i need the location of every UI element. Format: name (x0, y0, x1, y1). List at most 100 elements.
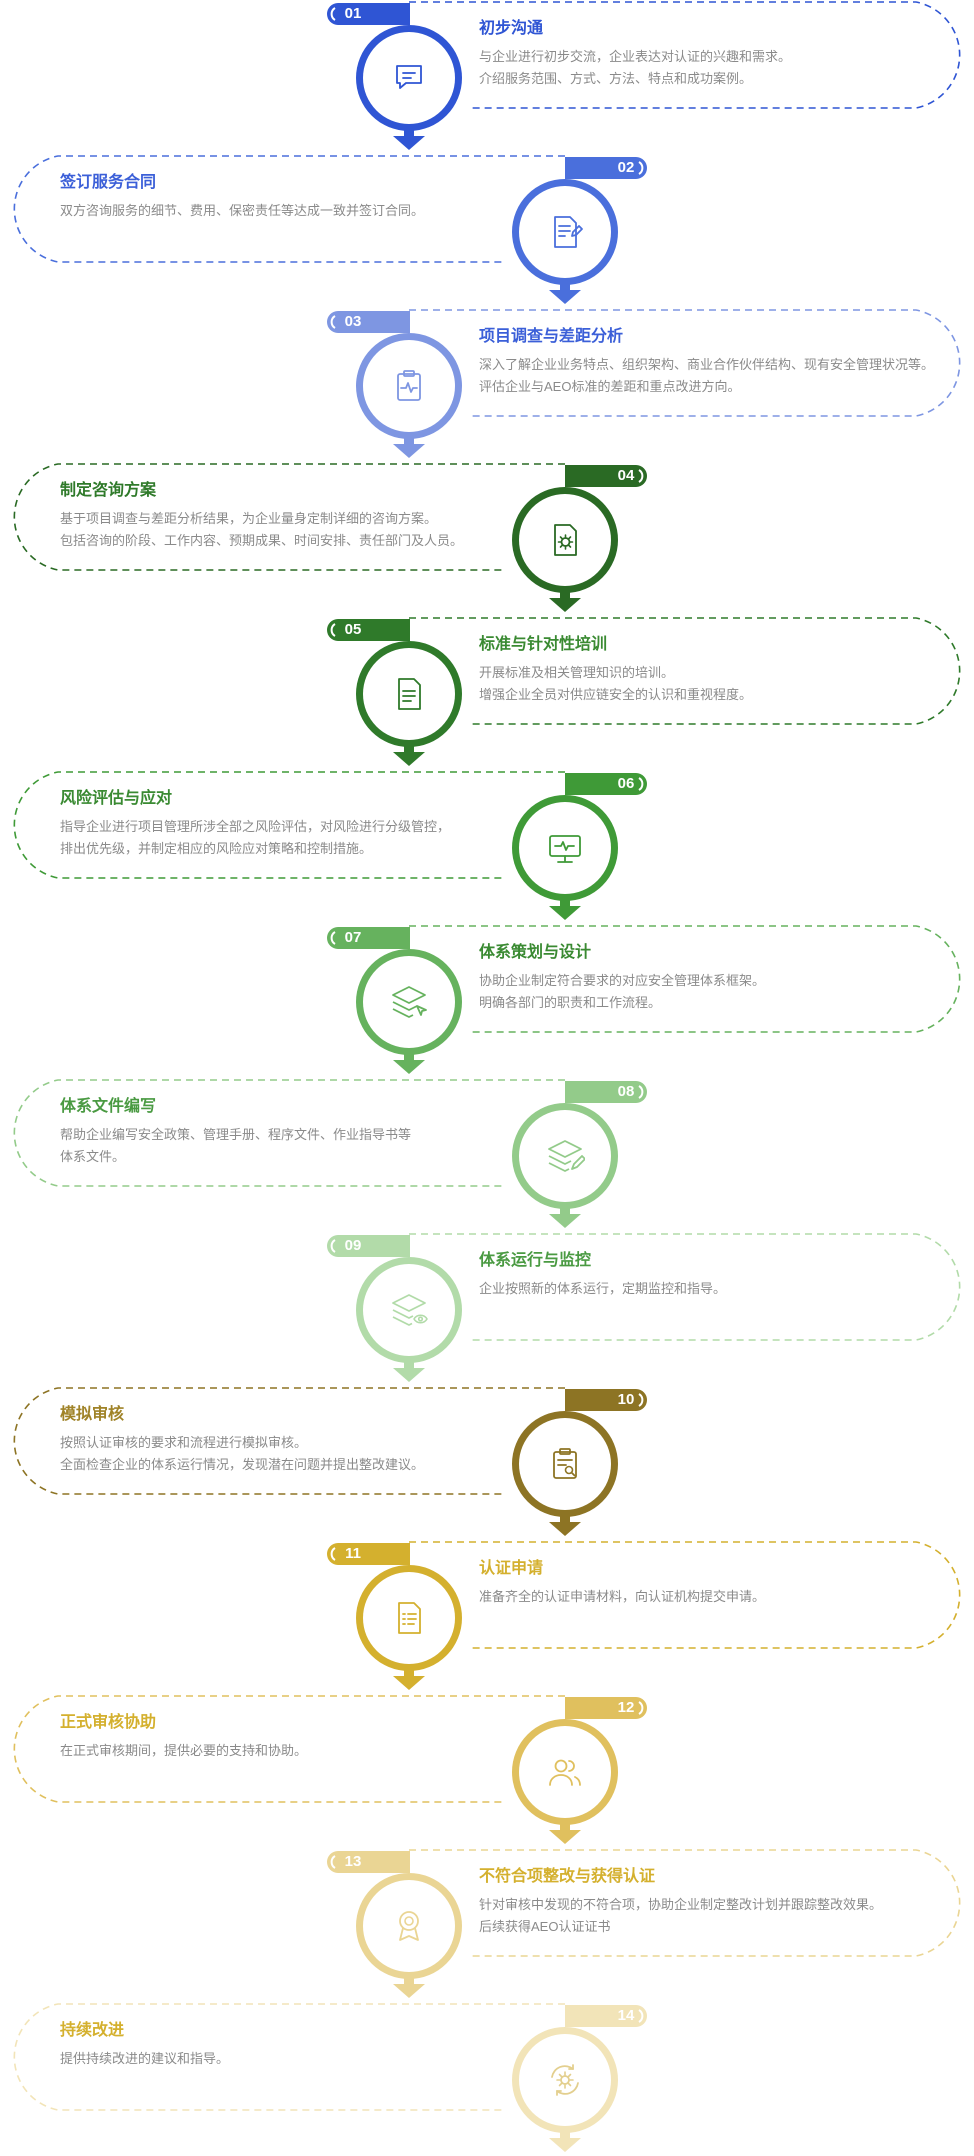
step-title: 不符合项整改与获得认证 (479, 1868, 656, 1885)
step-title: 初步沟通 (479, 20, 544, 37)
step-description: 指导企业进行项目管理所涉全部之风险评估，对风险进行分级管控， 排出优先级，并制定相… (60, 816, 450, 860)
step-description: 协助企业制定符合要求的对应安全管理体系框架。明确各部门的职责和工作流程。 (479, 970, 765, 1014)
step-description: 与企业进行初步交流，企业表达对认证的兴趣和需求。介绍服务范围、方式、方法、特点和… (479, 46, 791, 90)
step-description: 按照认证审核的要求和流程进行模拟审核。全面检查企业的体系运行情况，发现潜在问题并… (60, 1432, 424, 1476)
clipboard-search-icon (517, 1416, 613, 1512)
contract-sign-icon (517, 184, 613, 280)
users-icon (517, 1724, 613, 1820)
step-description-line: 包括咨询的阶段、工作内容、预期成果、时间安排、责任部门及人员。 (60, 533, 464, 548)
step-title: 模拟审核 (60, 1406, 125, 1423)
step-title: 持续改进 (60, 2022, 125, 2039)
step-description-line: 明确各部门的职责和工作流程。 (479, 995, 662, 1010)
step-description-line: 体系文件。 (60, 1149, 126, 1164)
step-description-line: 后续获得AEO认证证书 (479, 1919, 611, 1934)
step-description: 双方咨询服务的细节、费用、保密责任等达成一致并签订合同。 (60, 200, 424, 222)
step-description-line: 双方咨询服务的细节、费用、保密责任等达成一致并签订合同。 (60, 203, 425, 218)
layers-eye-icon (361, 1262, 457, 1358)
step-number: 06 (617, 775, 635, 792)
step-title: 签订服务合同 (60, 174, 157, 191)
step-description: 基于项目调查与差距分析结果，为企业量身定制详细的咨询方案。包括咨询的阶段、工作内… (60, 508, 463, 552)
step-title: 风险评估与应对 (60, 790, 173, 807)
step-number: 14 (617, 2007, 635, 2024)
step-12: 12 正式审核协助在正式审核期间，提供必要的支持和协助。 (0, 1694, 974, 1848)
step-description-line: 增强企业全员对供应链安全的认识和重视程度。 (479, 687, 753, 702)
step-description-line: 评估企业与AEO标准的差距和重点改进方向。 (479, 379, 741, 394)
step-frame (13, 155, 647, 304)
step-description: 准备齐全的认证申请材料，向认证机构提交申请。 (479, 1586, 765, 1608)
clipboard-pulse-icon (361, 338, 457, 434)
step-number: 01 (344, 5, 362, 22)
step-number: 11 (345, 1545, 361, 1562)
step-08: 08 体系文件编写帮助企业编写安全政策、管理手册、程序文件、作业指导书等体系文件。 (0, 1078, 974, 1232)
step-description-line: 与企业进行初步交流，企业表达对认证的兴趣和需求。 (479, 49, 792, 64)
step-description-line: 准备齐全的认证申请材料，向认证机构提交申请。 (479, 1589, 766, 1604)
step-description-line: 按照认证审核的要求和流程进行模拟审核。 (60, 1435, 308, 1450)
chat-icon (361, 30, 457, 126)
step-description-line: 帮助企业编写安全政策、管理手册、程序文件、作业指导书等 (60, 1127, 412, 1142)
step-description-line: 在正式审核期间，提供必要的支持和协助。 (60, 1743, 308, 1758)
document-gear-icon (517, 492, 613, 588)
step-frame (13, 1387, 647, 1536)
step-frame (327, 1849, 961, 1998)
step-title: 制定咨询方案 (60, 482, 157, 499)
step-title: 体系文件编写 (60, 1098, 157, 1115)
step-number: 12 (617, 1699, 635, 1716)
step-03: 03 项目调查与差距分析深入了解企业业务特点、组织架构、商业合作伙伴结构、现有安全… (0, 308, 974, 462)
step-number: 05 (344, 621, 362, 638)
step-02: 02 签订服务合同双方咨询服务的细节、费用、保密责任等达成一致并签订合同。 (0, 154, 974, 308)
step-frame (13, 463, 647, 612)
step-frame (13, 2003, 647, 2152)
step-description: 企业按照新的体系运行，定期监控和指导。 (479, 1278, 726, 1300)
step-number: 04 (617, 467, 635, 484)
step-description-line: 指导企业进行项目管理所涉全部之风险评估，对风险进行分级管控， (60, 819, 451, 834)
document-icon (361, 646, 457, 742)
layers-cursor-icon (361, 954, 457, 1050)
step-description: 针对审核中发现的不符合项，协助企业制定整改计划并跟踪整改效果。后续获得AEO认证… (479, 1894, 882, 1938)
step-description-line: 全面检查企业的体系运行情况，发现潜在问题并提出整改建议。 (60, 1457, 425, 1472)
step-number: 07 (344, 929, 362, 946)
step-title: 标准与针对性培训 (479, 636, 608, 653)
step-description: 开展标准及相关管理知识的培训。增强企业全员对供应链安全的认识和重视程度。 (479, 662, 752, 706)
monitor-pulse-icon (517, 800, 613, 896)
step-01: 01 初步沟通与企业进行初步交流，企业表达对认证的兴趣和需求。介绍服务范围、方式、… (0, 0, 974, 154)
step-description-line: 针对审核中发现的不符合项，协助企业制定整改计划并跟踪整改效果。 (479, 1897, 883, 1912)
step-description: 在正式审核期间，提供必要的支持和协助。 (60, 1740, 307, 1762)
step-04: 04 制定咨询方案基于项目调查与差距分析结果，为企业量身定制详细的咨询方案。包括咨… (0, 462, 974, 616)
step-number: 03 (344, 313, 362, 330)
step-number: 08 (617, 1083, 635, 1100)
step-description-line: 协助企业制定符合要求的对应安全管理体系框架。 (479, 973, 766, 988)
step-number: 02 (617, 159, 635, 176)
step-11: 11 认证申请准备齐全的认证申请材料，向认证机构提交申请。 (0, 1540, 974, 1694)
step-14: 14 持续改进提供持续改进的建议和指导。 (0, 2002, 974, 2156)
step-06: 06 风险评估与应对指导企业进行项目管理所涉全部之风险评估，对风险进行分级管控， 排… (0, 770, 974, 924)
step-description-line: 介绍服务范围、方式、方法、特点和成功案例。 (479, 71, 753, 86)
step-description: 帮助企业编写安全政策、管理手册、程序文件、作业指导书等体系文件。 (60, 1124, 411, 1168)
step-13: 13 不符合项整改与获得认证针对审核中发现的不符合项，协助企业制定整改计划并跟踪整… (0, 1848, 974, 2002)
step-description-line: 开展标准及相关管理知识的培训。 (479, 665, 675, 680)
step-09: 09 体系运行与监控企业按照新的体系运行，定期监控和指导。 (0, 1232, 974, 1386)
step-frame (327, 1541, 961, 1690)
step-description-line: 企业按照新的体系运行，定期监控和指导。 (479, 1281, 727, 1296)
step-title: 项目调查与差距分析 (479, 328, 624, 345)
step-title: 体系运行与监控 (479, 1252, 592, 1269)
step-description-line: 基于项目调查与差距分析结果，为企业量身定制详细的咨询方案。 (60, 511, 438, 526)
step-description: 深入了解企业业务特点、组织架构、商业合作伙伴结构、现有安全管理状况等。评估企业与… (479, 354, 934, 398)
step-number: 09 (344, 1237, 362, 1254)
step-title: 认证申请 (479, 1560, 544, 1577)
gear-cycle-icon (517, 2032, 613, 2128)
layers-pen-icon (517, 1108, 613, 1204)
step-description-line: 提供持续改进的建议和指导。 (60, 2051, 230, 2066)
step-title: 正式审核协助 (60, 1714, 157, 1731)
step-05: 05 标准与针对性培训开展标准及相关管理知识的培训。增强企业全员对供应链安全的认识… (0, 616, 974, 770)
step-frame (327, 617, 961, 766)
document-list-icon (361, 1570, 457, 1666)
step-title: 体系策划与设计 (479, 944, 592, 961)
medal-icon (361, 1878, 457, 1974)
step-description-line: 排出优先级，并制定相应的风险应对策略和控制措施。 (60, 841, 373, 856)
step-07: 07 体系策划与设计协助企业制定符合要求的对应安全管理体系框架。明确各部门的职责和… (0, 924, 974, 1078)
step-frame (13, 1695, 647, 1844)
step-description: 提供持续改进的建议和指导。 (60, 2048, 229, 2070)
step-number: 13 (344, 1853, 362, 1870)
